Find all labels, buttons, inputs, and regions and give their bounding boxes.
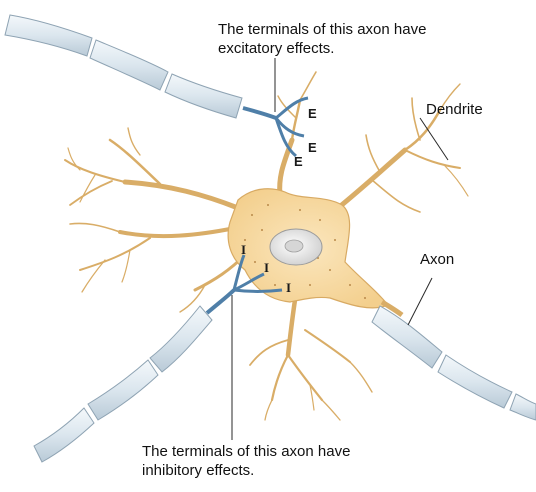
excitatory-marker-3: E — [294, 154, 303, 169]
output-axon — [371, 299, 536, 421]
excitatory-caption-line1: The terminals of this axon have — [218, 21, 427, 38]
axon-label: Axon — [420, 251, 455, 268]
inhibitory-axon — [33, 254, 283, 463]
leader-lines — [231, 58, 449, 440]
dendrite-label: Dendrite — [426, 101, 483, 118]
dendrites — [64, 71, 469, 421]
excitatory-marker-2: E — [308, 140, 317, 155]
nucleolus — [284, 239, 304, 253]
excitatory-caption-line2: excitatory effects. — [218, 40, 335, 57]
inhibitory-marker-3: I — [286, 280, 291, 295]
inhibitory-marker-1: I — [241, 242, 246, 257]
inhibitory-marker-2: I — [264, 260, 269, 275]
inhibitory-caption-line2: inhibitory effects. — [142, 462, 255, 479]
excitatory-marker-1: E — [308, 106, 317, 121]
soma-granules — [244, 204, 366, 299]
inhibitory-caption-line1: The terminals of this axon have — [142, 443, 351, 460]
excitatory-axon — [4, 14, 309, 158]
